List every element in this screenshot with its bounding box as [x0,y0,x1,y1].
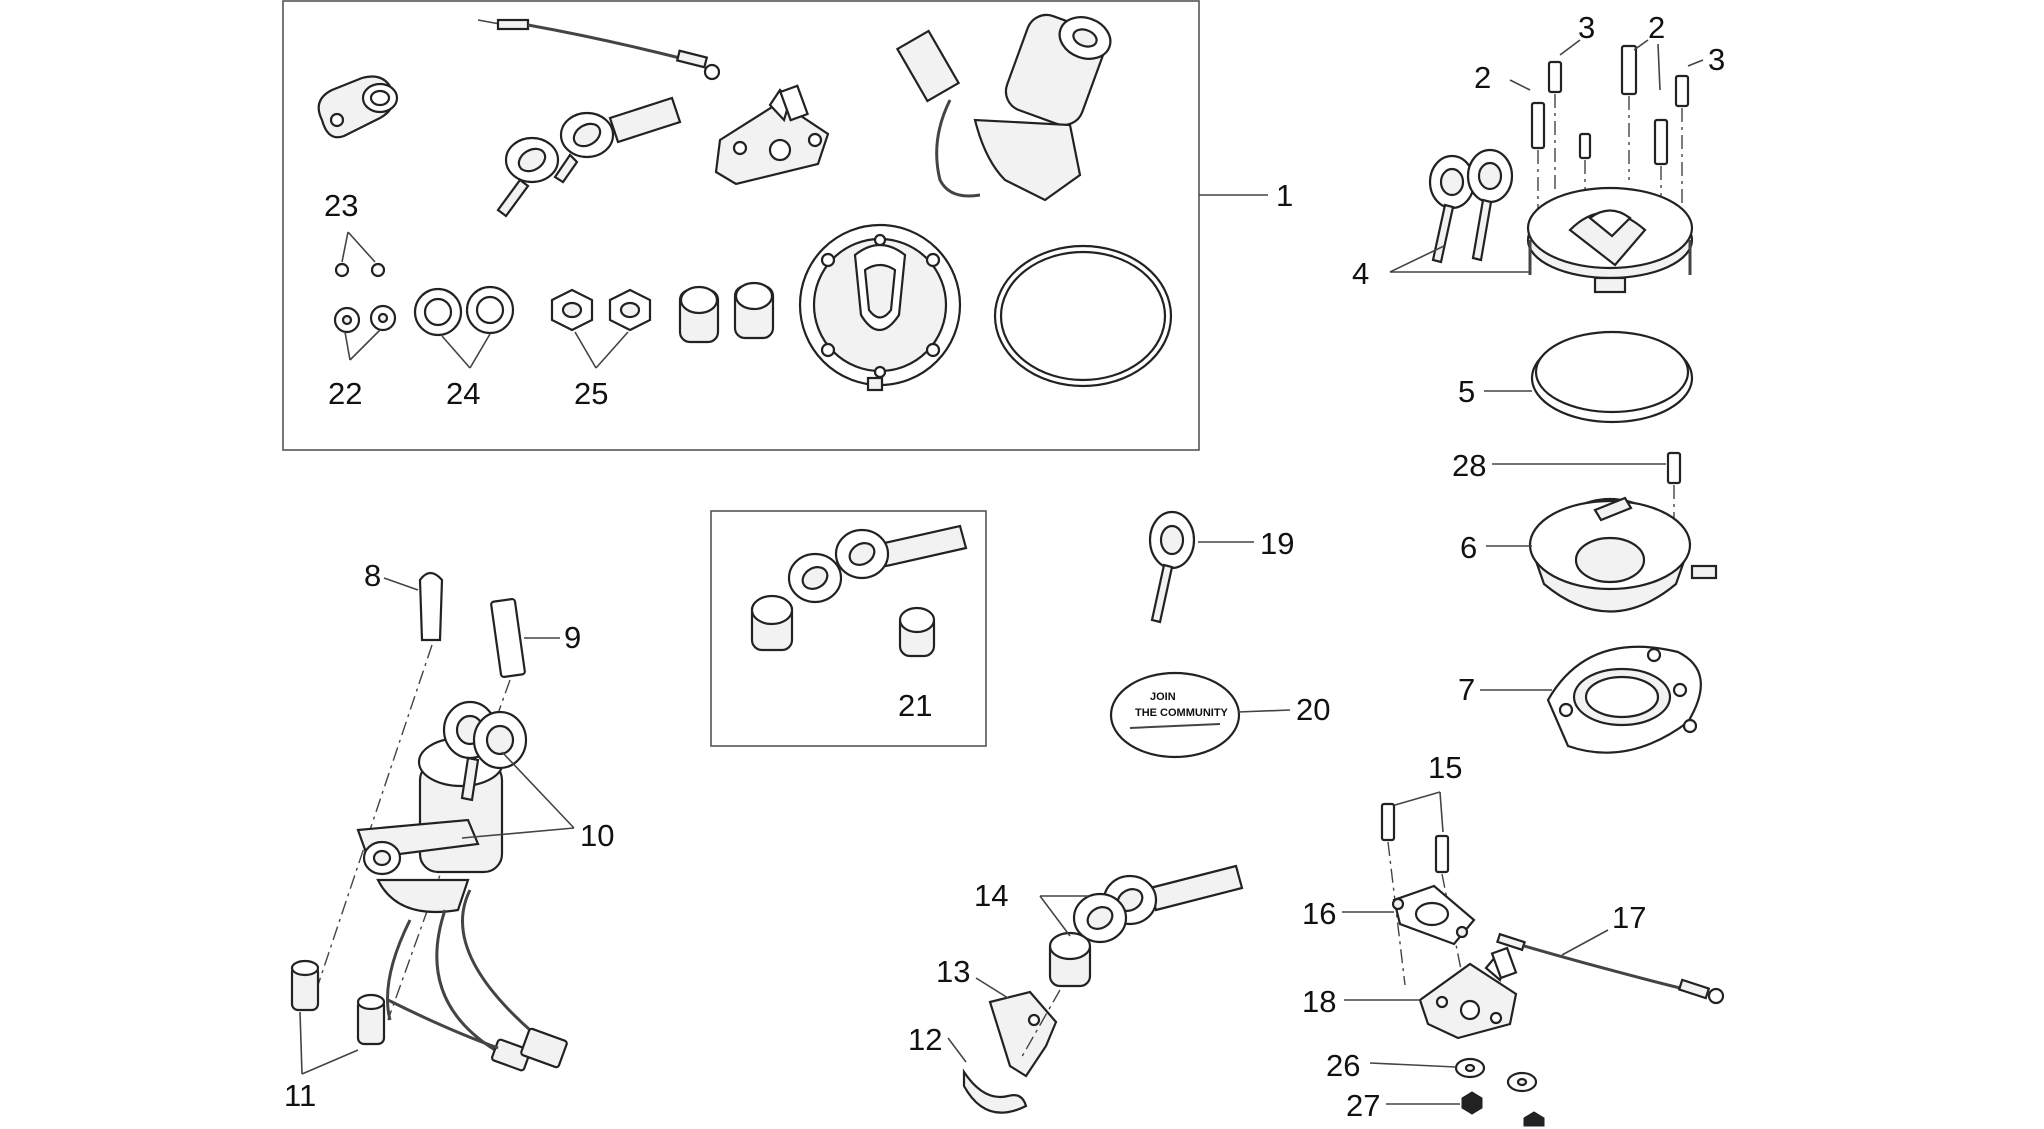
callout-9: 9 [564,620,582,655]
key-19 [1148,510,1196,624]
callout-21: 21 [898,688,933,723]
seat-latch [714,84,830,186]
screw-28 [1666,451,1682,540]
callout-20: 20 [1296,692,1331,727]
callout-16: 16 [1302,896,1337,931]
callout-11: 11 [284,1078,317,1113]
washer-pair-22 [333,304,397,361]
callout-27: 27 [1346,1088,1381,1123]
community-sticker-20: JOIN THE COMMUNITY [1109,671,1241,759]
fuel-cap-kit [798,223,962,392]
gasket-plate-16 [1391,884,1476,946]
callout-15: 15 [1428,750,1463,785]
latch-18 [1418,946,1518,1040]
bracket-13 [988,989,1061,1078]
saddle-lock-cylinder [317,75,399,139]
clip-12 [962,1068,1028,1114]
kit-frame-1 [282,0,1200,451]
callout-22: 22 [328,376,363,411]
washer-pair-23 [334,231,386,278]
callout-7: 7 [1458,672,1476,707]
callout-6: 6 [1460,530,1478,565]
screws-15 [1380,802,1471,1016]
callout-3b: 3 [1708,42,1726,77]
callout-2b: 2 [1648,10,1666,45]
shear-bolt-8 [317,571,444,986]
ignition-switch-kit [895,13,1112,202]
key-pair [496,96,682,218]
callout-10: 10 [580,818,615,853]
callout-23: 23 [324,188,359,223]
key-pair-10 [442,700,528,802]
callout-26: 26 [1326,1048,1361,1083]
callout-24: 24 [446,376,481,411]
callout-3a: 3 [1578,10,1596,45]
kit-frame-21 [710,510,987,747]
fuel-cap-assembly [1526,186,1694,294]
callout-19: 19 [1260,526,1295,561]
callout-4: 4 [1352,256,1370,291]
seat-release-cable [477,18,721,81]
gasket-ring-5 [1530,330,1694,424]
washers-26 [1454,1057,1538,1093]
callout-18: 18 [1302,984,1337,1019]
callout-14: 14 [974,878,1009,913]
connector-block [387,998,568,1072]
lock-14 [1048,864,1244,988]
key-pair-4 [1428,148,1514,264]
cable-17 [1496,932,1725,1005]
washer-pair-24 [413,285,515,369]
callout-8: 8 [364,558,382,593]
filler-neck-6 [1528,496,1718,613]
callout-28: 28 [1452,448,1487,483]
flange-plate-7 [1546,645,1702,754]
sticker-line1: JOIN [1150,691,1176,703]
sticker-line2: THE COMMUNITY [1135,707,1229,719]
caps-11 [290,959,386,1046]
callout-1: 1 [1276,178,1294,213]
lock-barrel-pair [678,281,775,344]
callout-2a: 2 [1474,60,1492,95]
lock-kit-21 [750,524,968,658]
callout-25: 25 [574,376,609,411]
nut-pair-25 [550,288,652,369]
callout-12: 12 [908,1022,943,1057]
gasket-ring-kit [993,244,1173,388]
callout-17: 17 [1612,900,1647,935]
callout-13: 13 [936,954,971,989]
nuts-27 [1461,1091,1545,1127]
callout-5: 5 [1458,374,1476,409]
